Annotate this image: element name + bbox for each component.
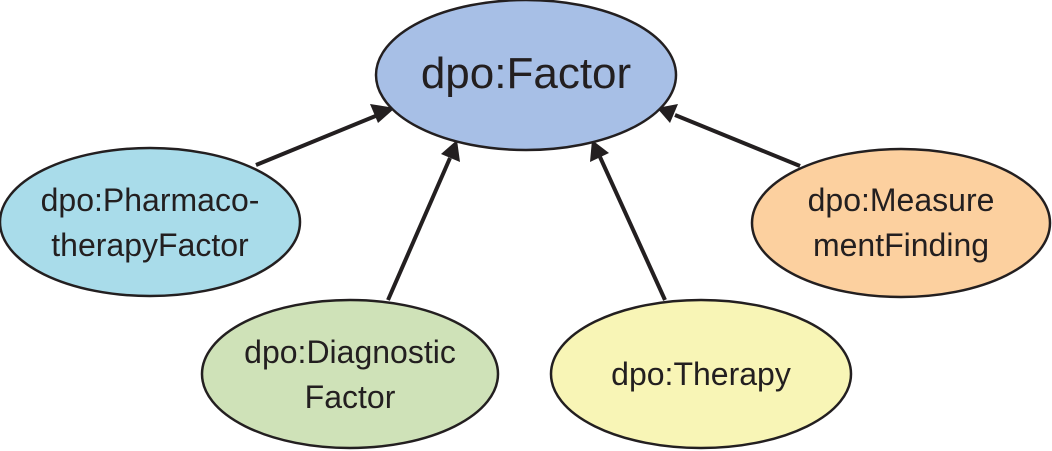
- node-factor: dpo:Factor: [374, 0, 678, 152]
- edge-therapy-to-factor: [590, 140, 667, 301]
- svg-text:dpo:Measure: dpo:Measure: [808, 182, 995, 218]
- svg-text:dpo:Therapy: dpo:Therapy: [611, 356, 791, 392]
- node-diagnostic-label-line1: dpo:Diagnostic: [244, 334, 456, 370]
- node-therapy-shape: [549, 298, 853, 450]
- node-pharmacotherapy-label-line1: dpo:Pharmaco-: [41, 182, 260, 218]
- edge-diagnostic-to-factor: [386, 140, 460, 301]
- svg-text:dpo:Pharmaco-: dpo:Pharmaco-: [41, 182, 260, 218]
- svg-text:Factor: Factor: [305, 379, 396, 415]
- node-pharmacotherapy-label-line2: therapyFactor: [51, 227, 249, 263]
- node-therapy-label: dpo:Therapy: [611, 356, 791, 392]
- node-diagnostic-label-line2: Factor: [305, 379, 396, 415]
- svg-text:mentFinding: mentFinding: [813, 227, 989, 263]
- edge-pharmacotherapy-to-factor: [255, 104, 395, 167]
- node-factor-shape: [374, 0, 678, 152]
- node-factor-label: dpo:Factor: [421, 49, 631, 98]
- node-pharmacotherapy-shape: [0, 146, 302, 298]
- node-measurement-label-line2: mentFinding: [813, 227, 989, 263]
- node-diagnostic: dpo:Diagnostic Factor: [200, 298, 500, 450]
- svg-text:dpo:Diagnostic: dpo:Diagnostic: [244, 334, 456, 370]
- node-measurement: dpo:Measure mentFinding: [750, 147, 1052, 299]
- node-measurement-label-line1: dpo:Measure: [808, 182, 995, 218]
- edges: [255, 104, 801, 301]
- svg-text:dpo:Factor: dpo:Factor: [421, 49, 631, 98]
- node-measurement-shape: [750, 147, 1052, 299]
- svg-text:therapyFactor: therapyFactor: [51, 227, 249, 263]
- node-pharmacotherapy: dpo:Pharmaco- therapyFactor: [0, 146, 302, 298]
- edge-measurement-to-factor: [657, 104, 801, 168]
- node-therapy: dpo:Therapy: [549, 298, 853, 450]
- node-diagnostic-shape: [200, 298, 500, 450]
